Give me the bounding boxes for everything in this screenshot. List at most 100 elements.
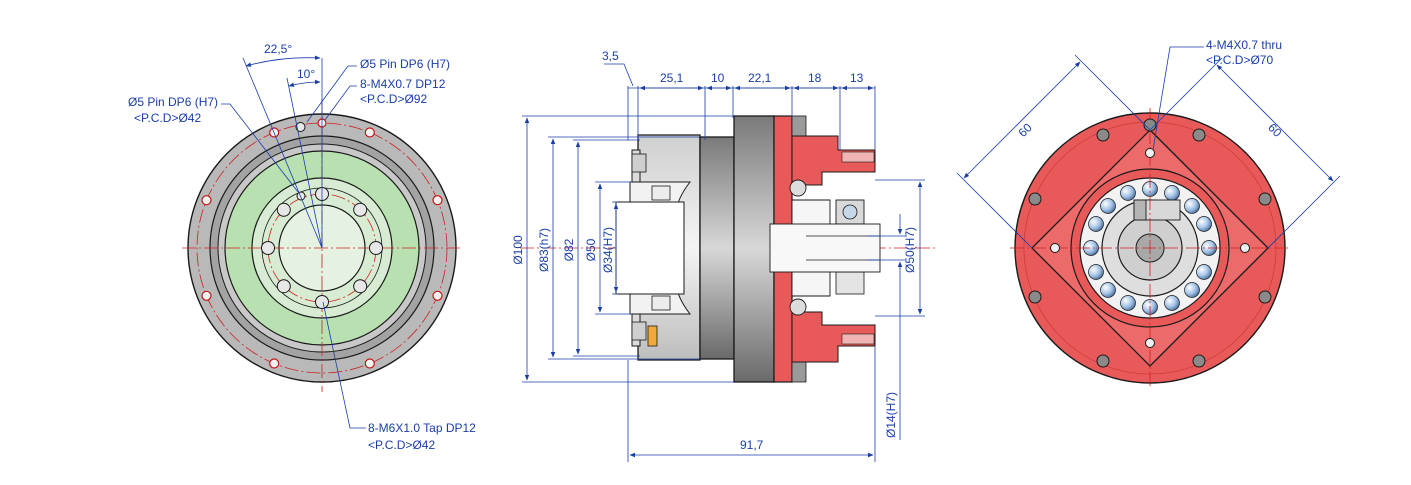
side-bolt-bottom <box>791 361 807 383</box>
side-top-dimensions: 3,5 25,1 10 22,1 18 13 <box>602 49 876 150</box>
pin-left-label-1: Ø5 Pin DP6 (H7) <box>128 95 218 109</box>
front-top-pin-hole <box>295 122 306 132</box>
angle-arc-outer <box>245 55 321 67</box>
pin-top-leader <box>306 65 357 123</box>
bearing-ball <box>1088 216 1104 232</box>
rear-tap-hole-left <box>1050 243 1060 253</box>
bolt <box>1096 128 1110 142</box>
side-left-dimensions: Ø100 Ø83(h7) Ø82 Ø50 Ø34(H7) <box>511 115 734 383</box>
rear-view: 60 60 4-M4X0.7 thru <P.C.D>Ø70 <box>956 38 1341 388</box>
bolt <box>1192 128 1206 142</box>
rear-tap-hole-top <box>1145 148 1155 158</box>
pin-left-label-2: <P.C.D>Ø42 <box>134 111 201 125</box>
dim-d50h7: Ø50(H7) <box>903 227 917 273</box>
side-right-dimensions: Ø50(H7) Ø14(H7) <box>866 179 925 440</box>
side-tap-top <box>841 151 875 163</box>
front-outer-tap-holes <box>201 127 443 369</box>
dim-d34: Ø34(H7) <box>601 227 615 273</box>
ext-line <box>1074 54 1151 131</box>
dim-arrow-square-right <box>1216 64 1334 182</box>
dim-91-7: 91,7 <box>740 438 764 452</box>
bearing-ball <box>1184 198 1200 214</box>
dim-d100: Ø100 <box>511 235 525 265</box>
bearing-ball <box>1164 295 1180 311</box>
side-output-shaft-bore <box>769 223 881 273</box>
side-clamp-screw-head <box>842 204 858 220</box>
pin-top-label: Ø5 Pin DP6 (H7) <box>360 57 450 71</box>
bearing-ball <box>1196 216 1212 232</box>
dim-d14: Ø14(H7) <box>884 392 898 438</box>
rear-tap-label-2: <P.C.D>Ø70 <box>1206 53 1273 67</box>
side-seal-upper <box>631 153 647 173</box>
tap-hole <box>353 279 368 294</box>
bearing-ball <box>1120 185 1136 201</box>
side-bearing-ball-top <box>789 179 807 197</box>
tap-hole <box>364 127 375 138</box>
dim-10: 10 <box>711 71 725 85</box>
tap-hole <box>369 241 383 255</box>
dim-22-1: 22,1 <box>748 71 772 85</box>
angle-inner-label: 10° <box>297 67 315 81</box>
side-clamp-lower <box>835 271 865 295</box>
bolt <box>1143 118 1157 132</box>
dim-d50: Ø50 <box>584 238 598 261</box>
dim-d83: Ø83(h7) <box>537 228 551 272</box>
tap-hole <box>201 290 212 301</box>
side-tap-bottom <box>841 333 875 345</box>
tap-bottom-label-2: <P.C.D>Ø42 <box>368 438 435 452</box>
dim-d82: Ø82 <box>562 238 576 261</box>
ext-line <box>1149 57 1223 131</box>
dim-leader-3-5 <box>604 63 634 87</box>
tap-bottom-label-1: 8-M6X1.0 Tap DP12 <box>368 421 476 435</box>
side-bore-key-top <box>651 185 671 201</box>
angle-ref-line <box>242 57 323 249</box>
bearing-ball <box>1196 264 1212 280</box>
tap-bottom-leader <box>322 301 366 429</box>
bearing-ball <box>1100 198 1116 214</box>
tap-hole <box>261 241 275 255</box>
rear-tap-leader <box>1152 46 1204 151</box>
tap-hole <box>269 358 280 369</box>
side-input-bore <box>615 201 685 295</box>
tap-hole <box>364 358 375 369</box>
rear-tap-hole-bottom <box>1145 338 1155 348</box>
dim-arrow-square-left <box>963 61 1081 179</box>
front-inner-tap-holes <box>261 187 383 309</box>
tap-hole <box>201 195 212 206</box>
side-body-middle <box>699 136 735 360</box>
front-view: 22,5° 10° Ø5 Pin DP6 (H7) 8-M4X0.7 DP12 … <box>128 42 476 452</box>
rear-tap-hole-right <box>1240 243 1250 253</box>
tap-top-label-2: <P.C.D>Ø92 <box>360 92 427 106</box>
side-bearing-ball-bottom <box>789 298 807 316</box>
tap-hole <box>276 202 291 217</box>
tap-top-leader <box>324 85 357 121</box>
bearing-ball <box>1120 295 1136 311</box>
bolt <box>1192 354 1206 368</box>
dim-3-5: 3,5 <box>602 49 619 63</box>
dim-13: 13 <box>850 71 864 85</box>
side-orange-seal <box>647 325 658 347</box>
bolt <box>1028 192 1042 206</box>
rear-outer-bolts <box>1028 118 1272 368</box>
side-view: 3,5 25,1 10 22,1 18 13 Ø100 Ø83( <box>511 49 935 462</box>
dim-25-1: 25,1 <box>660 71 684 85</box>
angle-outer-label: 22,5° <box>264 42 292 56</box>
bolt <box>1028 290 1042 304</box>
side-seal-lower <box>631 321 647 341</box>
bolt <box>1258 192 1272 206</box>
bearing-ball <box>1100 282 1116 298</box>
pin-left-leader <box>221 103 299 193</box>
side-bore-key-bottom <box>651 295 671 311</box>
side-bolt-top <box>791 115 807 137</box>
bearing-ball <box>1164 185 1180 201</box>
bolt <box>1258 290 1272 304</box>
ext-line <box>1267 175 1341 249</box>
front-inner-pin-hole <box>296 191 306 201</box>
rear-clamp-screw-head <box>1133 199 1147 221</box>
bearing-ball <box>1088 264 1104 280</box>
side-bottom-dimension: 91,7 <box>627 346 876 462</box>
tap-hole <box>276 279 291 294</box>
rear-bearing-balls <box>1083 181 1217 315</box>
bolt <box>1096 354 1110 368</box>
dim-square-right: 60 <box>1265 120 1285 140</box>
